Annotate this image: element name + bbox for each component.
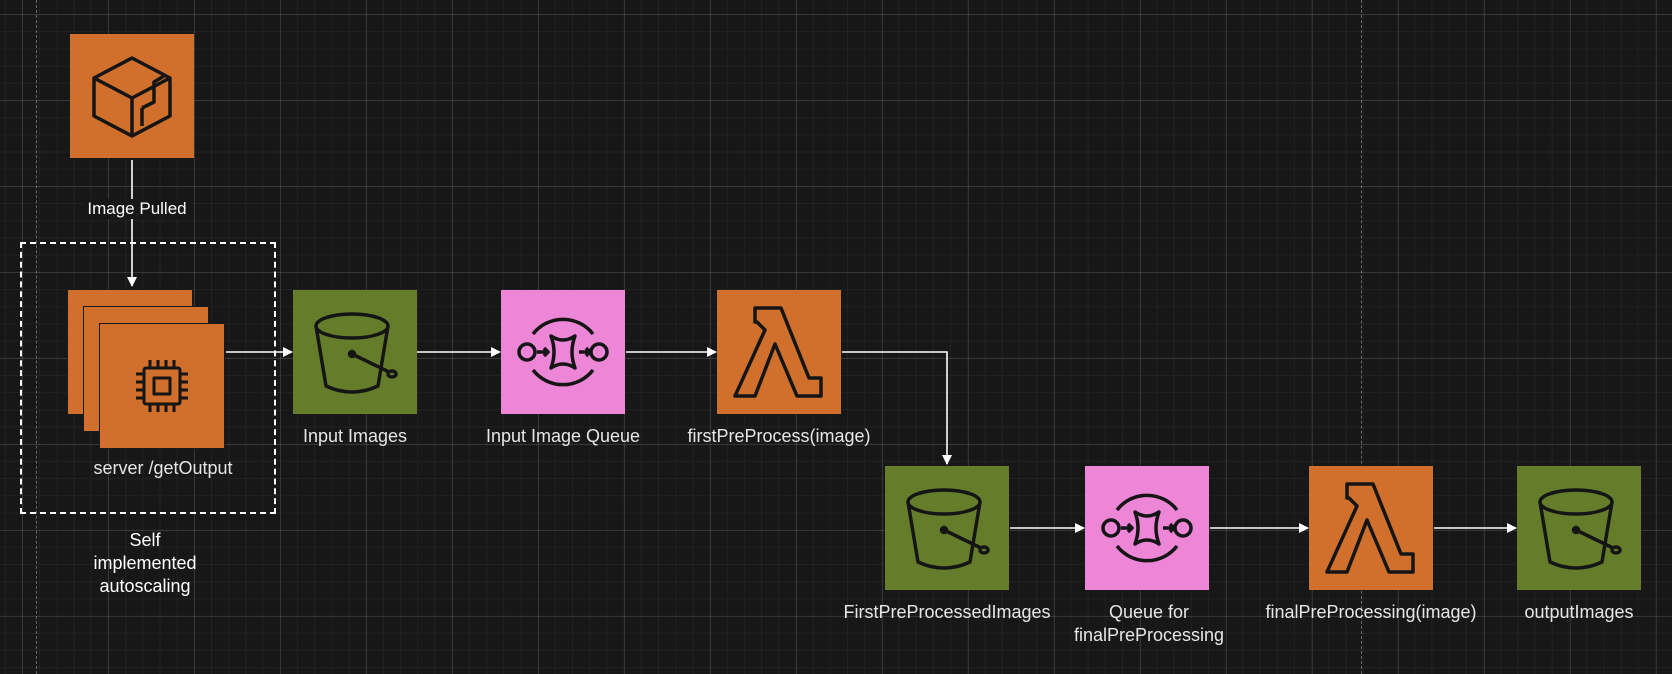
guide-line-left	[36, 0, 37, 674]
first-bucket-label: FirstPreProcessedImages	[843, 602, 1051, 622]
s3-bucket-icon	[314, 312, 398, 394]
guide-line-right	[1361, 0, 1362, 674]
autoscaling-group-label: Self implemented autoscaling	[93, 530, 197, 596]
edge-first-lambda-to-first-bucket	[842, 351, 952, 465]
first-bucket-node[interactable]	[885, 466, 1009, 590]
sqs-queue-icon	[517, 317, 609, 387]
final-queue-node[interactable]	[1085, 466, 1209, 590]
autoscaling-group	[20, 242, 276, 514]
input-images-node[interactable]	[293, 290, 417, 414]
server-stack-node[interactable]	[67, 289, 228, 450]
input-queue-node[interactable]	[501, 290, 625, 414]
input-queue-label: Input Image Queue	[485, 426, 641, 446]
final-queue-label: Queue for finalPreProcessing	[1073, 602, 1225, 645]
first-lambda-node[interactable]	[717, 290, 841, 414]
ec2-instance-stack-icon	[136, 360, 188, 412]
output-bucket-node[interactable]	[1517, 466, 1641, 590]
s3-bucket-icon	[1538, 488, 1622, 570]
server-label: server /getOutput	[93, 458, 233, 478]
lambda-icon	[733, 306, 823, 398]
edge-label-image-pulled: Image Pulled	[84, 199, 190, 219]
final-lambda-label: finalPreProcessing(image)	[1265, 602, 1477, 622]
container-registry-icon	[92, 56, 172, 138]
final-lambda-node[interactable]	[1309, 466, 1433, 590]
sqs-queue-icon	[1101, 493, 1193, 563]
server-card-front	[99, 323, 225, 449]
first-lambda-label: firstPreProcess(image)	[687, 426, 871, 446]
container-registry-node[interactable]	[70, 34, 194, 158]
s3-bucket-icon	[906, 488, 990, 570]
output-bucket-label: outputImages	[1524, 602, 1634, 622]
lambda-icon	[1325, 482, 1415, 574]
input-images-label: Input Images	[302, 426, 408, 446]
